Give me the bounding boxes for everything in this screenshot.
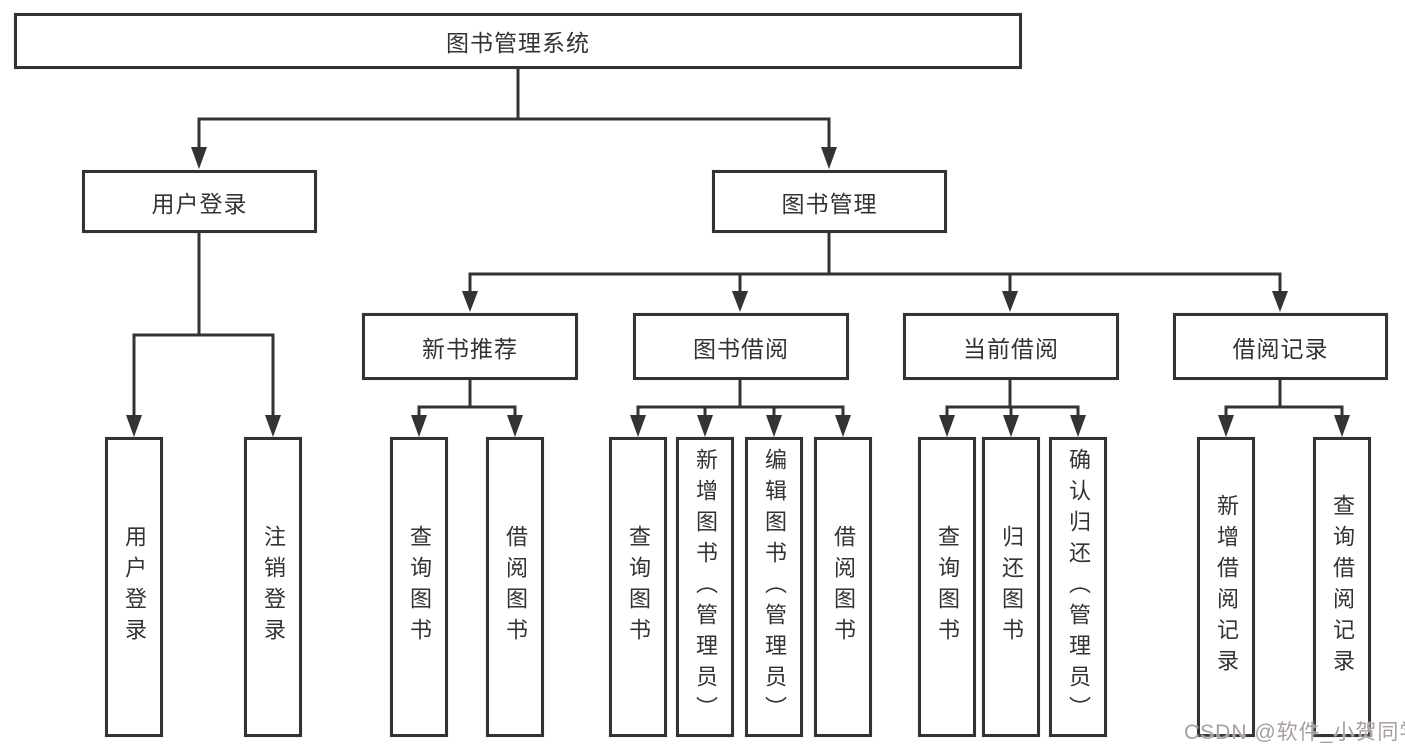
node-label: 用户登录 <box>151 190 248 217</box>
leaf-borrow-books-borrowing: 借阅图书 <box>814 437 872 737</box>
leaf-confirm-return-admin: 确认归还（管理员） <box>1049 437 1107 737</box>
node-user-login: 用户登录 <box>82 170 317 233</box>
node-borrowing-records: 借阅记录 <box>1173 313 1388 380</box>
leaf-add-borrow-record: 新增借阅记录 <box>1197 437 1255 737</box>
leaf-label: 用户登录 <box>122 525 147 649</box>
leaf-label: 查询图书 <box>935 525 960 649</box>
leaf-logout: 注销登录 <box>244 437 302 737</box>
node-current-borrowing: 当前借阅 <box>903 313 1119 380</box>
leaf-add-book-admin: 新增图书（管理员） <box>676 437 734 737</box>
leaf-label: 新增图书（管理员） <box>693 447 718 727</box>
node-label: 借阅记录 <box>1232 335 1329 362</box>
leaf-label: 借阅图书 <box>831 525 856 649</box>
leaf-query-books-borrowing: 查询图书 <box>609 437 667 737</box>
node-label: 图书借阅 <box>693 335 789 362</box>
leaf-label: 确认归还（管理员） <box>1066 447 1091 727</box>
leaf-label: 查询图书 <box>626 525 651 649</box>
node-label: 当前借阅 <box>963 335 1059 362</box>
leaf-label: 新增借阅记录 <box>1214 494 1239 680</box>
leaf-label: 查询图书 <box>407 525 432 649</box>
leaf-borrow-books-recommend: 借阅图书 <box>486 437 544 737</box>
node-book-management: 图书管理 <box>712 170 947 233</box>
leaf-label: 编辑图书（管理员） <box>762 447 787 727</box>
node-label: 图书管理系统 <box>446 30 590 56</box>
leaf-query-books-recommend: 查询图书 <box>390 437 448 737</box>
leaf-user-login: 用户登录 <box>105 437 163 737</box>
leaf-query-books-current: 查询图书 <box>918 437 976 737</box>
node-label: 新书推荐 <box>422 335 518 362</box>
node-library-system: 图书管理系统 <box>14 13 1022 69</box>
leaf-query-borrow-record: 查询借阅记录 <box>1313 437 1371 737</box>
leaf-return-books: 归还图书 <box>982 437 1040 737</box>
leaf-edit-book-admin: 编辑图书（管理员） <box>745 437 803 737</box>
node-book-borrowing: 图书借阅 <box>633 313 849 380</box>
node-label: 图书管理 <box>781 190 878 217</box>
leaf-label: 归还图书 <box>999 525 1024 649</box>
node-new-book-recommend: 新书推荐 <box>362 313 578 380</box>
leaf-label: 注销登录 <box>261 525 286 649</box>
csdn-watermark: CSDN @软件_小贺同学 <box>1184 721 1405 744</box>
leaf-label: 查询借阅记录 <box>1330 494 1355 680</box>
leaf-label: 借阅图书 <box>503 525 528 649</box>
